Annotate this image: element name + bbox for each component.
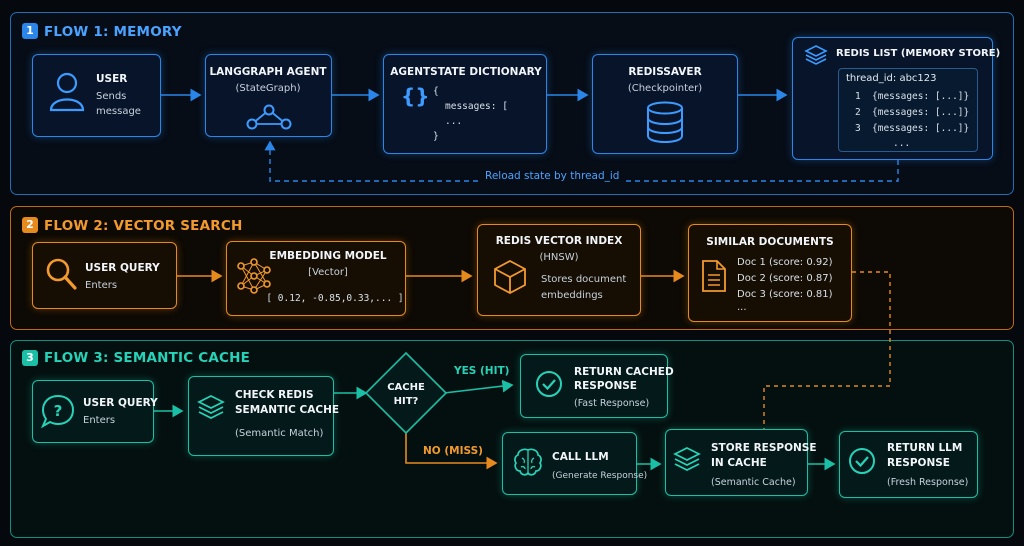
graph-icon xyxy=(246,104,292,130)
agent-sub: (StateGraph) xyxy=(235,83,301,94)
user-node xyxy=(32,54,161,137)
vector-user-query-node xyxy=(32,242,177,309)
check-title-2: SEMANTIC CACHE xyxy=(235,404,340,416)
list-row-1-val: {messages: [...]} xyxy=(872,91,970,102)
saver-title: REDISSAVER xyxy=(628,66,702,78)
store-response-node xyxy=(665,429,808,496)
ret-title-1: RETURN LLM xyxy=(887,442,963,454)
question-bubble-icon: ? xyxy=(40,394,75,429)
list-row-2-val: {messages: [...]} xyxy=(872,107,970,118)
thread-id: thread_id: abc123 xyxy=(846,73,937,84)
state-line2: messages: [ xyxy=(445,101,508,112)
similar-documents-node xyxy=(688,224,852,322)
layers-icon xyxy=(804,45,828,65)
embed-title: EMBEDDING MODEL xyxy=(269,250,387,262)
arrow-hit-to-cached xyxy=(443,379,514,394)
svg-text:?: ? xyxy=(54,402,63,420)
doc-row-1: Doc 1 (score: 0.92) xyxy=(737,257,833,268)
arrow-hit-to-llm xyxy=(405,430,498,470)
state-line1: { xyxy=(433,86,439,97)
hit-label-2: HIT? xyxy=(393,396,419,407)
doc-row-3: Doc 3 (score: 0.81) xyxy=(737,289,833,300)
flow1-title: FLOW 1: MEMORY xyxy=(44,24,182,40)
return-llm-node xyxy=(839,431,978,498)
list-row-3-num: 3 xyxy=(855,123,861,134)
cq-sub: Enters xyxy=(83,415,116,426)
state-title: AGENTSTATE DICTIONARY xyxy=(390,66,542,78)
check-circle-icon xyxy=(849,448,875,474)
database-icon xyxy=(647,101,683,143)
vq-title: USER QUERY xyxy=(85,262,160,274)
index-line1: Stores document xyxy=(541,274,627,285)
list-more: ... xyxy=(893,138,911,149)
state-line4: } xyxy=(433,131,439,142)
cube-icon xyxy=(494,259,526,295)
flow2-number: 2 xyxy=(22,217,38,233)
list-title: REDIS LIST (MEMORY STORE) xyxy=(836,48,1001,59)
llm-title: CALL LLM xyxy=(552,451,609,463)
store-title-1: STORE RESPONSE xyxy=(711,442,817,454)
agent-title: LANGGRAPH AGENT xyxy=(209,66,327,78)
no-miss-label: NO (MISS) xyxy=(423,445,483,457)
check-title-1: CHECK REDIS xyxy=(235,389,314,401)
layers-icon xyxy=(197,395,225,419)
neural-network-icon xyxy=(237,258,271,294)
list-row-1-num: 1 xyxy=(855,91,861,102)
check-circle-icon xyxy=(536,371,562,397)
flow3-number: 3 xyxy=(22,350,38,366)
store-title-2: IN CACHE xyxy=(711,457,767,469)
llm-sub: (Generate Response) xyxy=(552,471,648,481)
cache-hit-diamond xyxy=(364,351,448,435)
docs-title: SIMILAR DOCUMENTS xyxy=(706,236,834,248)
vq-sub: Enters xyxy=(85,280,118,291)
store-sub: (Semantic Cache) xyxy=(711,477,796,488)
cached-title-2: RESPONSE xyxy=(574,380,637,392)
arrow-docs-to-store-dashed xyxy=(763,271,891,429)
list-row-2-num: 2 xyxy=(855,107,861,118)
curly-braces-icon: {} xyxy=(401,84,430,108)
embed-vector: [ 0.12, -0.85,0.33,... ] xyxy=(266,293,404,304)
cq-title: USER QUERY xyxy=(83,397,158,409)
yes-hit-label: YES (HIT) xyxy=(454,365,510,377)
check-sub: (Semantic Match) xyxy=(235,428,324,439)
ret-title-2: RESPONSE xyxy=(887,457,950,469)
redis-vector-index-node xyxy=(477,224,641,316)
doc-more: ... xyxy=(737,302,747,313)
user-icon xyxy=(49,72,85,112)
hit-label-1: CACHE xyxy=(387,382,425,393)
list-inner xyxy=(838,68,978,152)
user-line1: Sends xyxy=(96,91,127,102)
saver-sub: (Checkpointer) xyxy=(627,83,703,94)
doc-row-2: Doc 2 (score: 0.87) xyxy=(737,273,833,284)
magnifier-icon xyxy=(46,258,77,290)
ret-sub: (Fresh Response) xyxy=(887,477,969,488)
user-line2: message xyxy=(96,106,141,117)
flow1-number: 1 xyxy=(22,23,38,39)
flow3-title: FLOW 3: SEMANTIC CACHE xyxy=(44,350,251,366)
flow2-title: FLOW 2: VECTOR SEARCH xyxy=(44,218,243,234)
call-llm-node xyxy=(502,432,637,495)
index-sub: (HNSW) xyxy=(539,252,579,263)
brain-icon xyxy=(514,448,542,476)
document-icon xyxy=(702,260,726,292)
list-row-3-val: {messages: [...]} xyxy=(872,123,970,134)
check-cache-node xyxy=(188,376,334,456)
cached-title-1: RETURN CACHED xyxy=(574,366,674,378)
cached-sub: (Fast Response) xyxy=(574,398,650,409)
layers-icon xyxy=(673,447,701,471)
agentstate-node xyxy=(383,54,547,154)
redissaver-node xyxy=(592,54,738,154)
index-title: REDIS VECTOR INDEX xyxy=(495,235,623,247)
embed-sub: [Vector] xyxy=(308,267,348,278)
user-title: USER xyxy=(96,73,128,85)
state-line3: ... xyxy=(445,116,463,127)
reload-label: Reload state by thread_id xyxy=(481,170,624,182)
cache-user-query-node xyxy=(32,380,154,443)
index-line2: embeddings xyxy=(541,290,603,301)
